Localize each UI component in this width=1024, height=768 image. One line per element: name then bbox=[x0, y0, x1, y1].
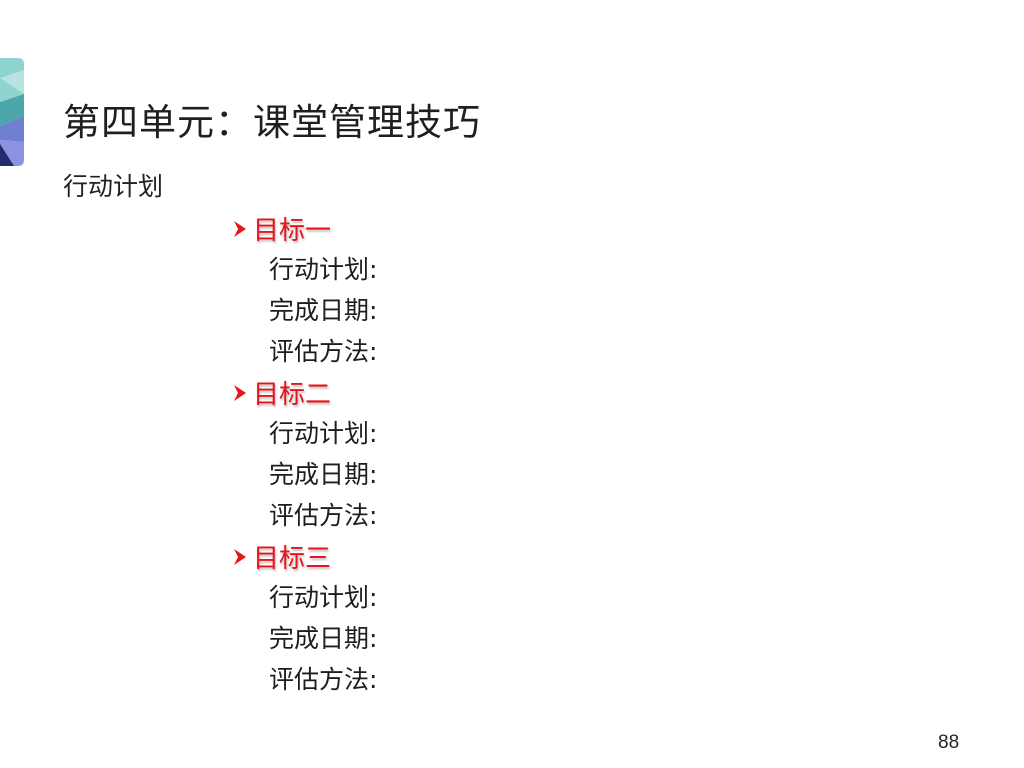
goal-heading: 目标三 bbox=[232, 536, 632, 577]
chevron-right-icon bbox=[234, 384, 246, 401]
goal-item-2: 目标二 行动计划: 完成日期: 评估方法: bbox=[232, 372, 632, 536]
chevron-right-icon bbox=[234, 220, 246, 237]
goal-field-completion-date: 完成日期: bbox=[269, 624, 378, 653]
slide-subtitle: 行动计划 bbox=[63, 172, 164, 201]
goal-field-action-plan: 行动计划: bbox=[269, 255, 378, 284]
chevron-right-icon bbox=[234, 548, 246, 565]
goal-list: 目标一 行动计划: 完成日期: 评估方法: 目标二 行动计划: 完成日期: 评估… bbox=[232, 208, 632, 700]
goal-field-action-plan: 行动计划: bbox=[269, 419, 378, 448]
goal-field-evaluation-method: 评估方法: bbox=[269, 665, 378, 694]
goal-field-completion-date: 完成日期: bbox=[269, 296, 378, 325]
goal-field-completion-date: 完成日期: bbox=[269, 460, 378, 489]
goal-field-evaluation-method: 评估方法: bbox=[269, 337, 378, 366]
goal-field-action-plan: 行动计划: bbox=[269, 583, 378, 612]
page-number: 88 bbox=[938, 732, 960, 753]
goal-item-3: 目标三 行动计划: 完成日期: 评估方法: bbox=[232, 536, 632, 700]
goal-heading: 目标二 bbox=[232, 372, 632, 413]
goal-heading: 目标一 bbox=[232, 208, 632, 249]
goal-label: 目标二 bbox=[253, 380, 332, 410]
goal-label: 目标一 bbox=[253, 216, 332, 246]
goal-item-1: 目标一 行动计划: 完成日期: 评估方法: bbox=[232, 208, 632, 372]
decorative-corner-graphic bbox=[0, 58, 24, 166]
slide-title: 第四单元：课堂管理技巧 bbox=[63, 101, 481, 144]
goal-field-evaluation-method: 评估方法: bbox=[269, 501, 378, 530]
goal-label: 目标三 bbox=[253, 544, 332, 574]
